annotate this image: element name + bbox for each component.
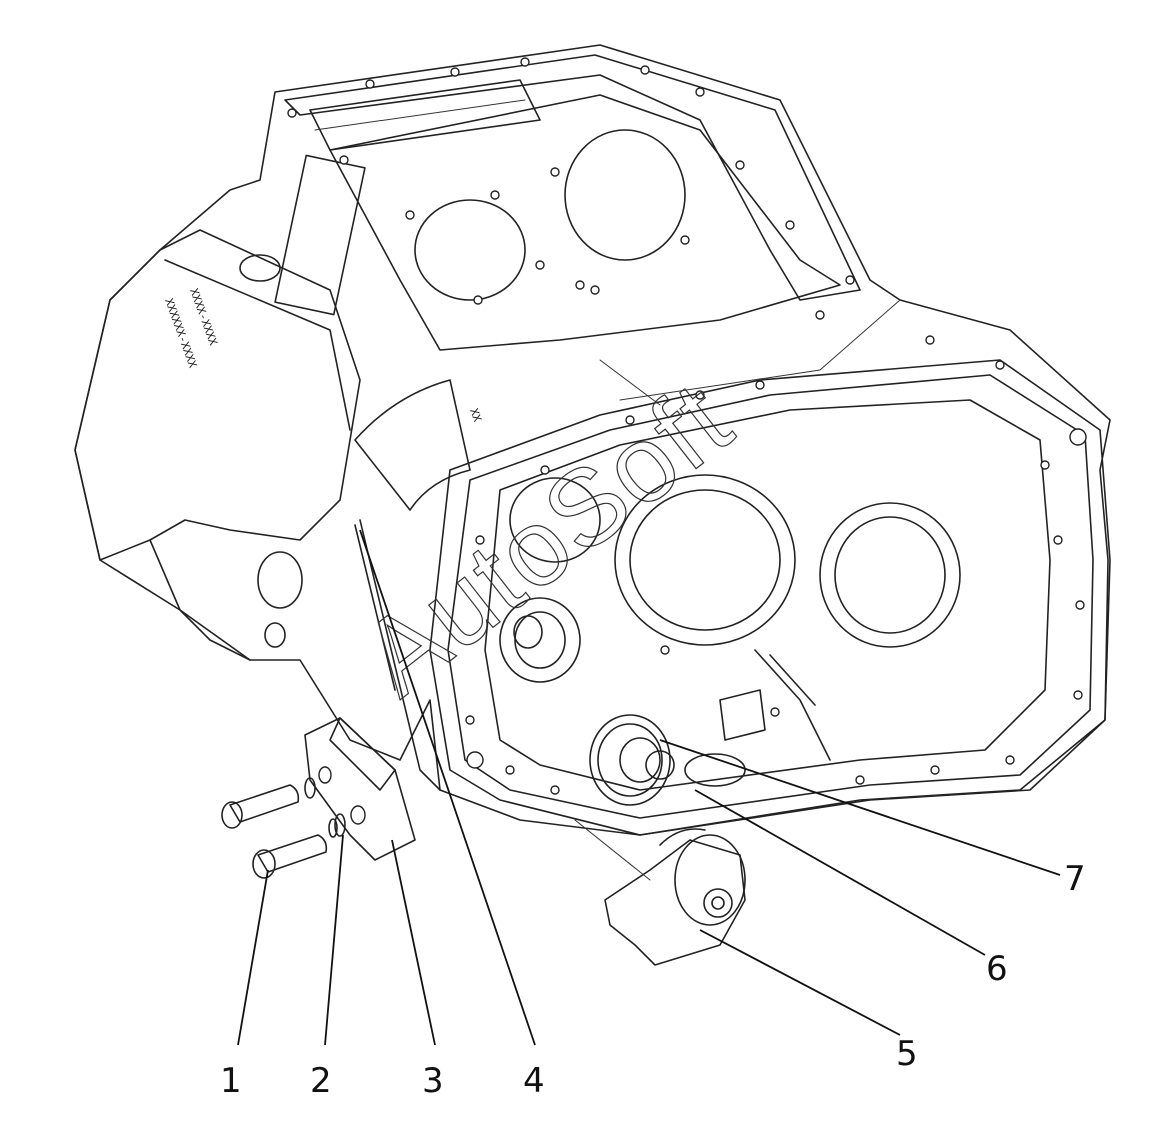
part-3-block bbox=[304, 717, 416, 861]
gearbox-housing bbox=[74, 44, 1111, 836]
leader-line-4 bbox=[359, 529, 536, 1046]
leader-line-5 bbox=[699, 929, 901, 1036]
svg-text:ХХХХ-ХХХХ: ХХХХ-ХХХХ bbox=[187, 287, 220, 348]
part-6-7-gear bbox=[589, 714, 746, 806]
mounting-holes bbox=[287, 57, 1087, 795]
callout-3: 3 bbox=[422, 1061, 444, 1101]
callout-2: 2 bbox=[310, 1061, 332, 1101]
callout-1: 1 bbox=[220, 1061, 242, 1101]
part-2-washers bbox=[304, 777, 346, 838]
callout-6: 6 bbox=[986, 949, 1008, 989]
callout-4: 4 bbox=[523, 1061, 545, 1101]
svg-text:ХХ: ХХ bbox=[467, 407, 484, 424]
callout-labels: 1 2 3 4 5 6 7 bbox=[220, 859, 1086, 1101]
casting-stamp: ХХХХ-ХХХХ ХХХХХХ-ХХХХ ХХ bbox=[162, 287, 484, 424]
leader-line-1 bbox=[237, 869, 269, 1046]
leader-line-2 bbox=[324, 834, 344, 1046]
part-5-pump bbox=[574, 819, 746, 966]
leader-line-7 bbox=[659, 739, 1061, 876]
leader-line-3 bbox=[391, 839, 436, 1046]
watermark-text: AutoSoft bbox=[340, 358, 754, 718]
callout-5: 5 bbox=[896, 1034, 918, 1074]
leader-line-6 bbox=[694, 789, 986, 956]
part-1-plugs bbox=[221, 784, 328, 879]
leader-lines bbox=[237, 529, 1061, 1046]
callout-7: 7 bbox=[1064, 859, 1086, 899]
